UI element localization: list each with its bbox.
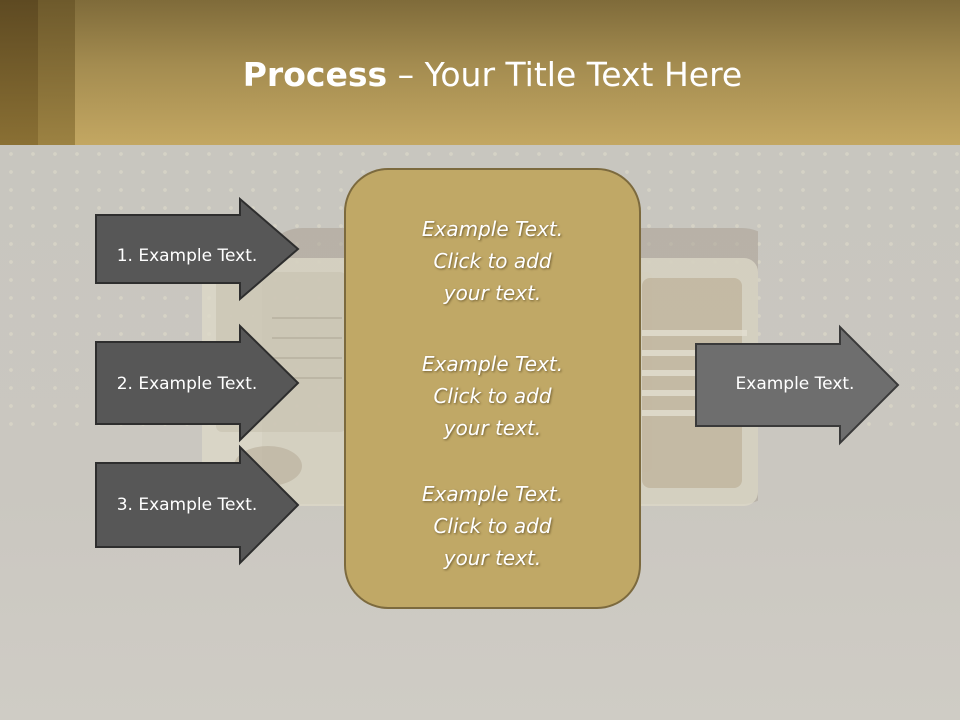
center-block-3-line-1: Example Text. bbox=[421, 482, 564, 506]
center-text-block-1[interactable]: Example Text. Click to add your text. bbox=[344, 213, 641, 309]
input-arrow-1[interactable] bbox=[95, 196, 300, 302]
center-block-1-line-3: your text. bbox=[443, 281, 542, 305]
center-block-1-line-1: Example Text. bbox=[421, 217, 564, 241]
center-block-2-line-2: Click to add bbox=[433, 384, 552, 408]
input-arrow-1-label: 1. Example Text. bbox=[116, 246, 258, 266]
center-block-2-line-1: Example Text. bbox=[421, 352, 564, 376]
center-text-block-3[interactable]: Example Text. Click to add your text. bbox=[344, 478, 641, 574]
input-arrow-3-label: 3. Example Text. bbox=[116, 495, 258, 515]
header-accent-left bbox=[0, 0, 38, 145]
header-bar bbox=[0, 0, 960, 145]
center-block-1-line-2: Click to add bbox=[433, 249, 552, 273]
input-arrow-2[interactable] bbox=[95, 323, 300, 443]
header-accent-inner bbox=[38, 0, 75, 145]
output-arrow[interactable] bbox=[695, 324, 900, 446]
input-arrow-2-label: 2. Example Text. bbox=[116, 374, 258, 394]
input-arrow-3[interactable] bbox=[95, 444, 300, 566]
slide-title[interactable]: Process – Your Title Text Here bbox=[75, 52, 910, 98]
center-block-2-line-3: your text. bbox=[443, 416, 542, 440]
center-block-3-line-2: Click to add bbox=[433, 514, 552, 538]
center-block-3-line-3: your text. bbox=[443, 546, 542, 570]
center-process-box[interactable] bbox=[344, 168, 641, 609]
output-arrow-label: Example Text. bbox=[735, 374, 855, 394]
title-bold: Process bbox=[242, 55, 388, 94]
center-text-block-2[interactable]: Example Text. Click to add your text. bbox=[344, 348, 641, 444]
title-rest: – Your Title Text Here bbox=[387, 55, 743, 94]
